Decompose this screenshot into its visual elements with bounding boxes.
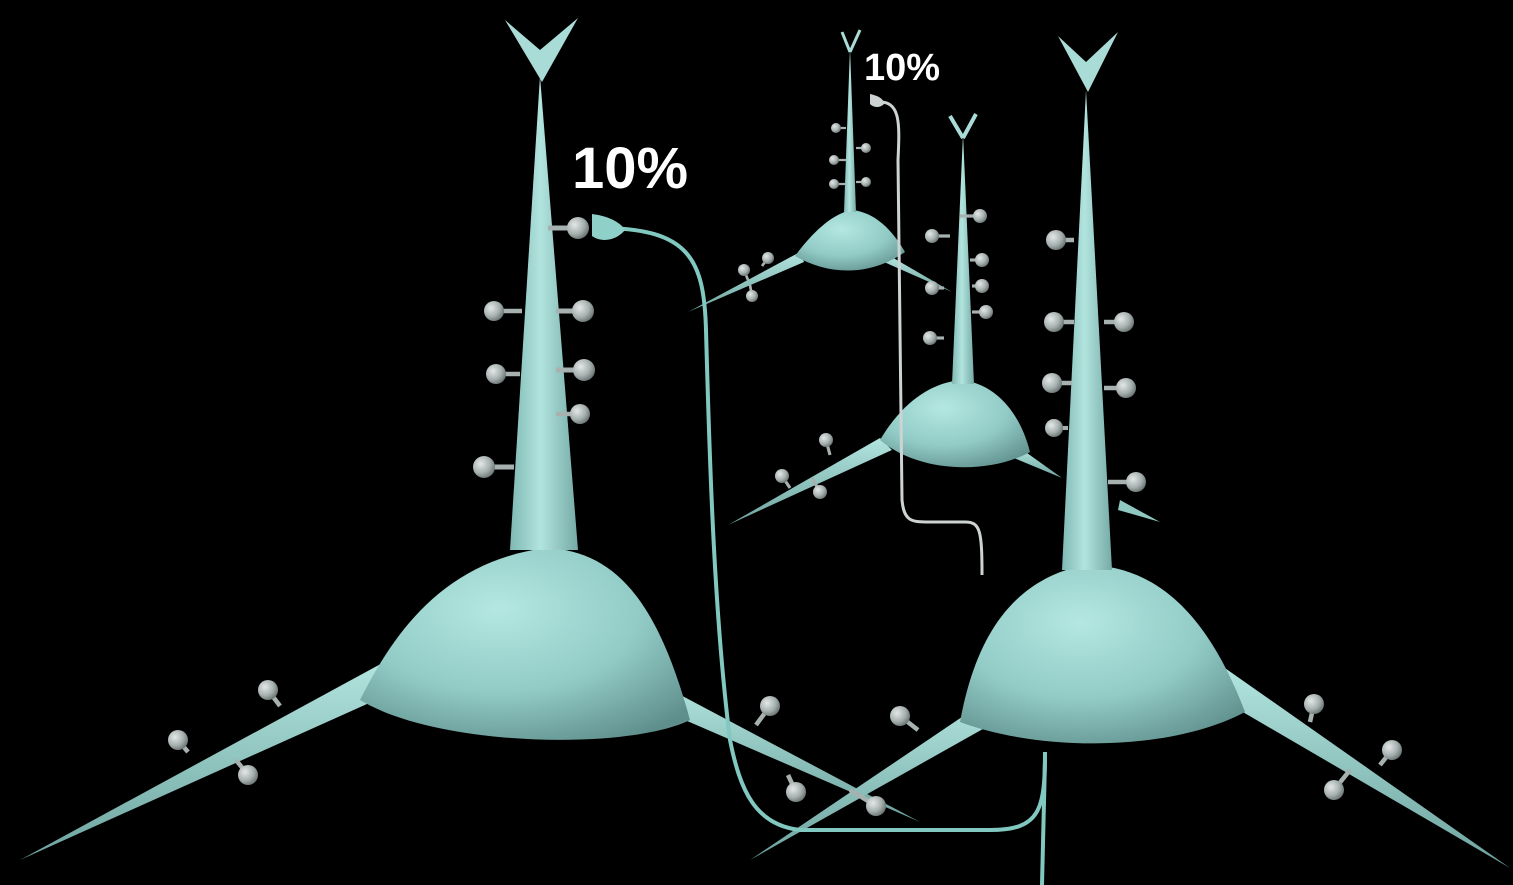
dendritic-spine-icon [484, 301, 504, 321]
dendritic-spine-icon [1126, 472, 1146, 492]
dendritic-spine-icon [861, 143, 871, 153]
dendritic-spine-icon [567, 217, 589, 239]
synaptic-terminal-icon [870, 94, 884, 107]
dendritic-spine-icon [829, 155, 839, 165]
dendritic-spine-icon [746, 290, 758, 302]
basal-dendrite [728, 438, 892, 525]
dendritic-spine-icon [831, 123, 841, 133]
dendritic-spine-icon [1304, 694, 1324, 714]
dendritic-spine-icon [762, 252, 774, 264]
dendritic-spine-icon [486, 364, 506, 384]
dendritic-spine-icon [925, 281, 939, 295]
dendritic-spine-icon [975, 279, 989, 293]
apical-tuft [505, 18, 578, 82]
dendritic-spine-icon [760, 696, 780, 716]
dendritic-spine-icon [925, 229, 939, 243]
dendritic-spine-icon [570, 404, 590, 424]
dendritic-spine-icon [829, 179, 839, 189]
dendritic-spine-icon [258, 680, 278, 700]
dendritic-spine-icon [979, 305, 993, 319]
dendritic-spine-icon [738, 264, 750, 276]
basal-dendrite [20, 660, 398, 860]
dendritic-spine-icon [975, 253, 989, 267]
dendritic-spine-icon [923, 331, 937, 345]
dendritic-spine-icon [572, 300, 594, 322]
dendritic-spine-icon [813, 485, 827, 499]
percent-label-small: 10% [864, 47, 940, 89]
dendritic-spine-icon [1042, 373, 1062, 393]
dendritic-spine-icon [890, 706, 910, 726]
dendritic-spine-icon [861, 177, 871, 187]
dendritic-spine-icon [786, 782, 806, 802]
pyramidal-neuron-large-left [20, 18, 920, 860]
pyramidal-neuron-small-middle [728, 114, 1062, 525]
dendritic-spine-icon [1046, 230, 1066, 250]
dendritic-spine-icon [1116, 378, 1136, 398]
dendritic-spine-icon [573, 359, 595, 381]
apical-dendrite [1062, 90, 1112, 570]
dendritic-spine-icon [473, 456, 495, 478]
dendritic-spine-icon [1045, 419, 1063, 437]
dendritic-spine-icon [866, 796, 886, 816]
percent-label-large: 10% [572, 136, 688, 201]
apical-dendrite [844, 48, 856, 212]
apical-tuft [1058, 32, 1118, 92]
cell-body [960, 565, 1245, 743]
synaptic-terminal-icon [592, 214, 625, 240]
dendritic-spine-icon [1044, 312, 1064, 332]
dendritic-spine-icon [1382, 740, 1402, 760]
dendritic-spine-icon [819, 433, 833, 447]
dendritic-spine-icon [973, 209, 987, 223]
dendritic-spine-icon [168, 730, 188, 750]
basal-dendrite [1212, 666, 1510, 868]
apical-tuft [842, 30, 860, 52]
dendritic-spine-icon [775, 469, 789, 483]
cell-body [360, 548, 690, 740]
dendrite-extension [1118, 500, 1160, 522]
dendritic-spine-icon [1324, 780, 1344, 800]
apical-tuft [950, 114, 976, 138]
dendritic-spine-icon [1114, 312, 1134, 332]
dendritic-spine-icon [238, 765, 258, 785]
